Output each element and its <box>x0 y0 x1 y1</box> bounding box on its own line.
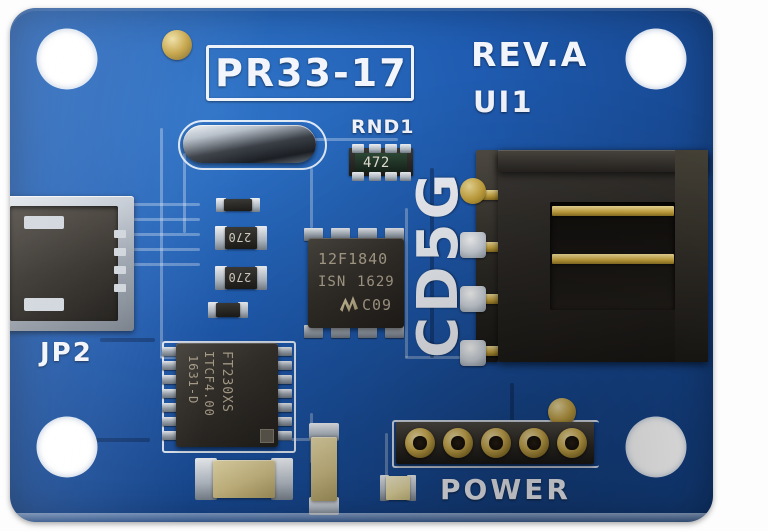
header-connector[interactable] <box>450 150 708 362</box>
trace <box>385 433 388 481</box>
power-header-silk-outline <box>392 420 599 468</box>
solder-pad-silver <box>460 340 486 366</box>
gold-plated-pad-bottom-right <box>548 398 576 426</box>
smd-resistor-a-marking: 270 <box>228 230 252 244</box>
power-pin-5[interactable] <box>557 428 587 458</box>
trace <box>130 203 200 206</box>
designator-u1-label: UI1 <box>473 85 534 119</box>
header-pin <box>474 346 500 356</box>
trace <box>510 383 514 423</box>
connector-right-wall <box>675 150 708 362</box>
power-header-label: POWER <box>440 473 571 506</box>
trace <box>70 438 150 442</box>
trace <box>183 153 186 233</box>
trace <box>160 128 163 358</box>
smd-component-small-a <box>216 198 260 212</box>
trace <box>100 338 155 342</box>
trace <box>130 233 200 236</box>
connector-contact <box>552 254 674 264</box>
header-pin <box>474 190 500 200</box>
micro-usb-port[interactable] <box>10 196 134 331</box>
trace <box>130 218 200 221</box>
mcu-line1: 12F1840 <box>318 250 389 268</box>
trace <box>268 138 398 141</box>
smd-resistor-a: 270 <box>215 226 267 250</box>
connector-contact <box>552 206 674 216</box>
connector-housing-top-lip <box>498 150 708 172</box>
trace <box>130 248 200 251</box>
trace <box>405 356 460 359</box>
revision-label: REV.A <box>471 35 589 74</box>
resistor-network-marking: 472 <box>363 155 390 171</box>
power-pin-2[interactable] <box>443 428 473 458</box>
usb-bridge-line1: FT230XS <box>219 351 234 413</box>
header-pin <box>474 242 500 252</box>
ceramic-capacitor-horizontal <box>195 458 293 500</box>
solder-pad-gold <box>460 178 486 204</box>
mounting-hole-top-right <box>627 30 685 88</box>
usb-bridge-line3: 1631-D <box>186 355 200 405</box>
smd-component-small-b <box>208 302 248 318</box>
power-pin-3[interactable] <box>481 428 511 458</box>
usb-connector-label: JP2 <box>40 338 93 368</box>
mounting-hole-bottom-right <box>627 418 685 476</box>
ftdi-logo <box>260 429 274 443</box>
mcu-line2: ISN <box>318 274 347 290</box>
crystal-oscillator <box>183 125 316 163</box>
mcu-line3: 1629 <box>357 274 395 290</box>
trace <box>310 168 313 228</box>
mcu-line4: C09 <box>362 296 393 314</box>
smd-resistor-b-marking: 270 <box>228 270 252 284</box>
solder-pad-silver <box>460 286 486 312</box>
usb-bridge-line2: ITCF4.00 <box>202 351 216 417</box>
solder-pad-silver <box>460 232 486 258</box>
microcontroller-12f1840: 12F1840 ISN 1629 C09 <box>304 226 408 340</box>
header-pin <box>474 294 500 304</box>
crystal-silk-outline <box>178 120 327 170</box>
usb-bridge-ft230xs: FT230XS ITCF4.00 1631-D <box>162 343 292 447</box>
power-pin-4[interactable] <box>519 428 549 458</box>
gold-plated-pad-top <box>162 30 192 60</box>
usb-bridge-text-group: FT230XS ITCF4.00 1631-D <box>176 343 278 447</box>
pcb-board: PR33-17 REV.A UI1 RND1 JP2 CD5G POWER <box>10 8 713 522</box>
resistor-network-label: RND1 <box>351 116 415 138</box>
trace <box>430 168 434 358</box>
smd-resistor-b: 270 <box>215 266 267 290</box>
trace <box>130 263 200 266</box>
power-led <box>380 475 416 501</box>
ceramic-capacitor-vertical <box>309 423 339 515</box>
board-bottom-edge <box>10 513 713 522</box>
mounting-hole-bottom-left <box>38 418 96 476</box>
power-header[interactable] <box>396 422 594 464</box>
trace <box>405 208 408 358</box>
mounting-hole-top-left <box>38 30 96 88</box>
part-number-label: PR33-17 <box>215 51 408 95</box>
resistor-network-rnd1: 472 <box>349 142 413 182</box>
power-pin-1[interactable] <box>405 428 435 458</box>
part-number-box <box>206 45 414 101</box>
